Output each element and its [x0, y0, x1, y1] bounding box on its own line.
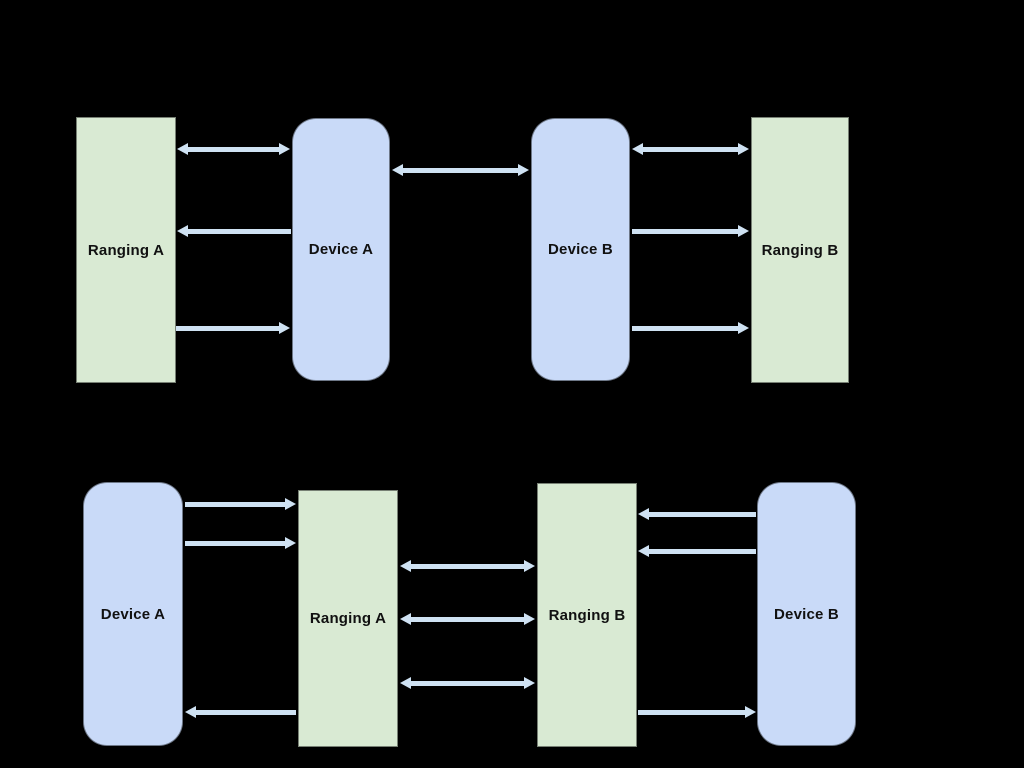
arrow-shaft — [632, 228, 738, 234]
arrow-left — [638, 545, 756, 557]
arrow-shaft — [188, 146, 279, 152]
arrowhead-right-icon — [285, 498, 296, 510]
arrowhead-left-icon — [400, 613, 411, 625]
arrowhead-right-icon — [279, 322, 290, 334]
arrow-right — [632, 322, 749, 334]
arrow-right — [176, 322, 290, 334]
arrow-shaft — [638, 709, 745, 715]
box-label: Device A — [100, 605, 166, 623]
arrow-right — [632, 225, 749, 237]
arrow-double — [400, 677, 535, 689]
box-device-a: Device A — [292, 118, 390, 381]
arrowhead-right-icon — [518, 164, 529, 176]
arrowhead-right-icon — [524, 560, 535, 572]
arrow-shaft — [176, 325, 279, 331]
arrowhead-right-icon — [524, 677, 535, 689]
box-device-b-2: Device B — [757, 482, 856, 746]
box-device-a-2: Device A — [83, 482, 183, 746]
arrow-shaft — [185, 540, 285, 546]
arrow-left — [185, 706, 296, 718]
arrow-shaft — [643, 146, 738, 152]
arrow-shaft — [403, 167, 518, 173]
arrowhead-right-icon — [738, 322, 749, 334]
arrow-double — [400, 560, 535, 572]
arrowhead-left-icon — [177, 143, 188, 155]
arrow-right — [185, 498, 296, 510]
box-device-b: Device B — [531, 118, 630, 381]
arrow-shaft — [196, 709, 296, 715]
arrowhead-left-icon — [638, 545, 649, 557]
arrow-left — [638, 508, 756, 520]
arrowhead-left-icon — [638, 508, 649, 520]
arrow-double — [400, 613, 535, 625]
arrowhead-right-icon — [524, 613, 535, 625]
box-ranging-a-2: Ranging A — [298, 490, 398, 747]
arrowhead-left-icon — [632, 143, 643, 155]
box-label: Device B — [774, 605, 839, 623]
box-ranging-b-2: Ranging B — [537, 483, 637, 747]
arrowhead-right-icon — [285, 537, 296, 549]
box-label: Ranging B — [761, 241, 839, 259]
box-label: Device A — [308, 241, 374, 258]
arrow-shaft — [411, 616, 524, 622]
arrowhead-left-icon — [392, 164, 403, 176]
arrowhead-right-icon — [745, 706, 756, 718]
arrowhead-left-icon — [400, 560, 411, 572]
arrow-shaft — [411, 680, 524, 686]
box-ranging-a: Ranging A — [76, 117, 176, 383]
arrowhead-right-icon — [279, 143, 290, 155]
arrow-right — [185, 537, 296, 549]
arrowhead-left-icon — [185, 706, 196, 718]
arrow-shaft — [411, 563, 524, 569]
arrowhead-right-icon — [738, 225, 749, 237]
arrow-double — [177, 143, 290, 155]
box-label: Ranging A — [309, 610, 387, 627]
arrow-shaft — [649, 511, 756, 517]
box-label: Device B — [548, 241, 613, 258]
arrow-shaft — [632, 325, 738, 331]
arrow-shaft — [188, 228, 291, 234]
arrow-left — [177, 225, 291, 237]
arrowhead-right-icon — [738, 143, 749, 155]
arrow-double — [392, 164, 529, 176]
box-ranging-b: Ranging B — [751, 117, 849, 383]
arrow-shaft — [185, 501, 285, 507]
arrowhead-left-icon — [177, 225, 188, 237]
arrowhead-left-icon — [400, 677, 411, 689]
box-label: Ranging A — [87, 241, 165, 259]
arrow-shaft — [649, 548, 756, 554]
arrow-double — [632, 143, 749, 155]
arrow-right — [638, 706, 756, 718]
box-label: Ranging B — [548, 606, 626, 624]
